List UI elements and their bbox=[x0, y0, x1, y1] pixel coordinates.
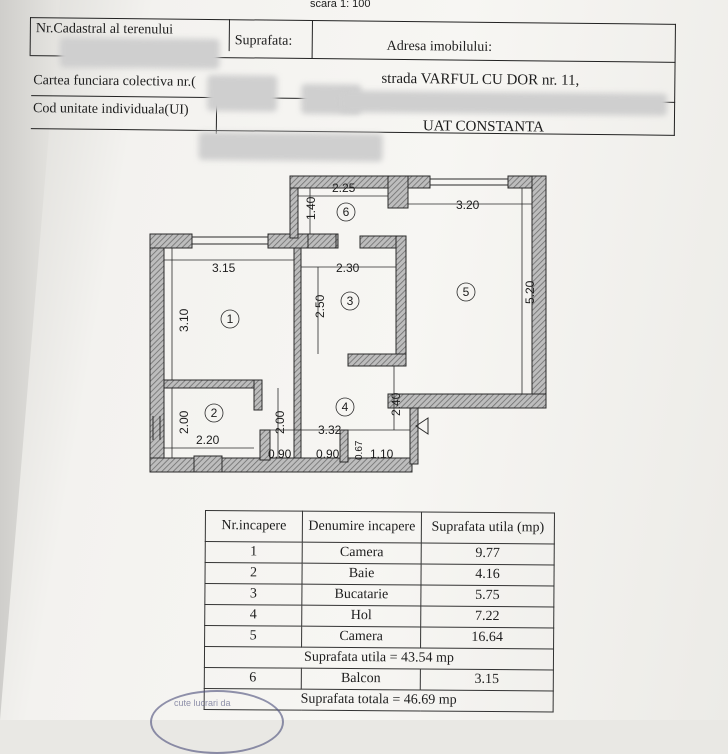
row-nr: 6 bbox=[204, 667, 302, 690]
header-name: Denumire incapere bbox=[302, 511, 422, 544]
cadastral-label: Nr.Cadastral al terenului bbox=[35, 21, 174, 38]
entrance-arrow-icon bbox=[415, 417, 429, 435]
row-area: 4.16 bbox=[420, 564, 555, 586]
areas-table: Nr.incapere Denumire incapere Suprafata … bbox=[204, 510, 555, 712]
cod-ui-label: Cod unitate individuala(UI) bbox=[32, 101, 189, 118]
suprafata-label: Suprafata: bbox=[234, 33, 293, 49]
scale-label: scara 1: 100 bbox=[310, 0, 371, 10]
row-name: Hol bbox=[301, 605, 421, 628]
dim-2.50: 2.50 bbox=[313, 294, 327, 318]
floor-plan-drawing: 2.25 1.40 3.20 3.15 2.30 3.10 2.50 5.20 … bbox=[149, 175, 547, 473]
header-nr: Nr.incapere bbox=[205, 510, 303, 543]
official-stamp: cute lucrari da bbox=[150, 690, 284, 754]
table-row: 5 Camera 16.64 bbox=[204, 625, 554, 649]
table-header-row: Nr.incapere Denumire incapere Suprafata … bbox=[205, 510, 555, 544]
window-lines bbox=[152, 178, 508, 440]
stamp-text: cute lucrari da bbox=[174, 698, 231, 708]
dim-2.00-bath: 2.00 bbox=[177, 410, 191, 434]
adresa-label: Adresa imobilului: bbox=[386, 38, 493, 55]
redacted-region bbox=[59, 37, 220, 70]
header-table: Nr.Cadastral al terenului Suprafata: Adr… bbox=[21, 17, 676, 162]
dim-0.90-b: 0.90 bbox=[316, 447, 340, 461]
dim-1.10: 1.10 bbox=[370, 447, 394, 461]
redacted-region bbox=[198, 131, 383, 162]
dim-2.40: 2.40 bbox=[389, 392, 403, 416]
dim-3.15: 3.15 bbox=[212, 261, 236, 275]
dimension-lines bbox=[164, 188, 532, 458]
dim-3.20: 3.20 bbox=[456, 198, 480, 212]
dim-1.40: 1.40 bbox=[304, 196, 318, 220]
room-number-1: 1 bbox=[227, 312, 234, 326]
dim-3.10: 3.10 bbox=[177, 308, 191, 332]
redacted-region bbox=[339, 90, 668, 116]
room-number-3: 3 bbox=[347, 294, 354, 308]
dim-5.20: 5.20 bbox=[523, 280, 537, 304]
dim-2.20: 2.20 bbox=[196, 433, 220, 447]
room-number-2: 2 bbox=[211, 406, 218, 420]
row-area: 5.75 bbox=[420, 585, 554, 607]
row-name: Baie bbox=[301, 563, 422, 586]
carte-funciara-label: Cartea funciara colectiva nr.( bbox=[33, 73, 196, 90]
row-nr: 2 bbox=[204, 562, 303, 585]
dim-0.90-a: 0.90 bbox=[268, 447, 292, 461]
row-area: 3.15 bbox=[420, 669, 554, 691]
table-row: 6 Balcon 3.15 bbox=[204, 667, 554, 691]
dim-2.30: 2.30 bbox=[336, 261, 360, 275]
suprafata-utila-total: Suprafata utila = 43.54 mp bbox=[204, 646, 554, 670]
table-row: 2 Baie 4.16 bbox=[204, 562, 555, 586]
room-number-4: 4 bbox=[342, 400, 349, 414]
redacted-region bbox=[207, 74, 278, 112]
room-number-6: 6 bbox=[343, 205, 350, 219]
dim-2.25: 2.25 bbox=[332, 181, 356, 195]
street-address: strada VARFUL CU DOR nr. 11, bbox=[381, 70, 580, 89]
row-name: Camera bbox=[301, 626, 421, 649]
floor-plan: 2.25 1.40 3.20 3.15 2.30 3.10 2.50 5.20 … bbox=[148, 168, 558, 480]
table-row: 3 Bucatarie 5.75 bbox=[204, 583, 554, 607]
room-number-5: 5 bbox=[463, 285, 470, 299]
dim-2.00-hall: 2.00 bbox=[273, 410, 287, 434]
row-area: 7.22 bbox=[420, 606, 554, 628]
room-markers bbox=[204, 202, 476, 423]
row-nr: 1 bbox=[205, 541, 303, 564]
dim-0.67: 0.67 bbox=[354, 440, 365, 460]
row-area: 16.64 bbox=[420, 627, 554, 649]
row-nr: 3 bbox=[204, 583, 302, 606]
row-area: 9.77 bbox=[421, 543, 555, 565]
row-name: Bucatarie bbox=[301, 584, 421, 607]
walls bbox=[149, 175, 547, 473]
uat-value: UAT CONSTANTA bbox=[422, 118, 545, 136]
row-name: Camera bbox=[302, 542, 422, 565]
table-row: 1 Camera 9.77 bbox=[205, 541, 555, 565]
dim-3.32: 3.32 bbox=[318, 423, 342, 437]
table-row: 4 Hol 7.22 bbox=[204, 604, 554, 628]
row-nr: 5 bbox=[204, 625, 302, 648]
table-row-utila: Suprafata utila = 43.54 mp bbox=[204, 646, 554, 670]
header-area: Suprafata utila (mp) bbox=[421, 512, 555, 544]
row-nr: 4 bbox=[204, 604, 302, 627]
row-name: Balcon bbox=[301, 668, 421, 691]
